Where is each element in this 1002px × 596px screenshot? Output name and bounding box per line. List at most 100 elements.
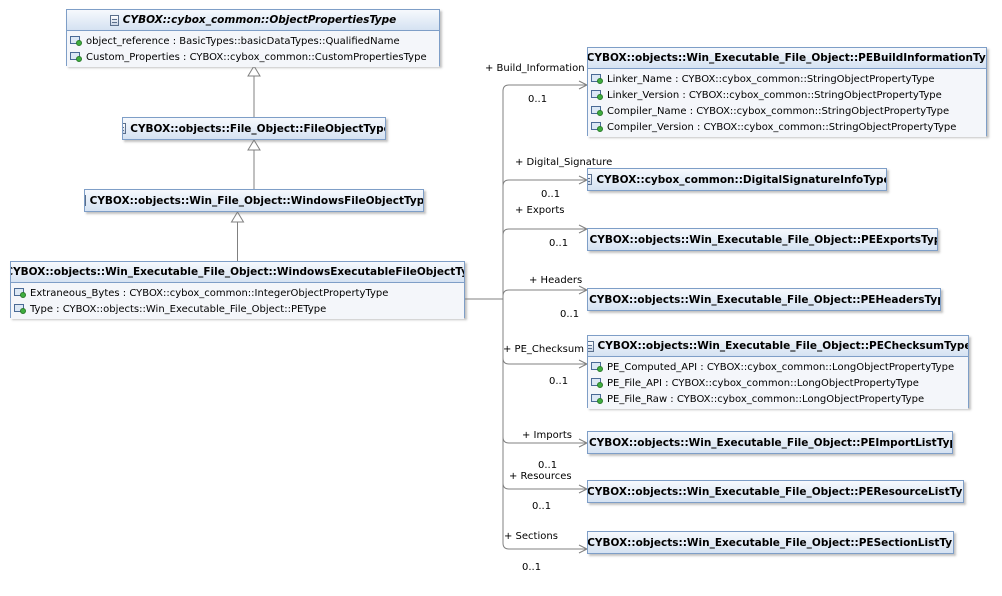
class-title: CYBOX::objects::Win_Executable_File_Obje…	[588, 536, 953, 549]
attribute-text: Extraneous_Bytes : CYBOX::cybox_common::…	[30, 287, 389, 299]
attribute-icon	[591, 122, 603, 132]
class-box-pe-checksum[interactable]: CYBOX::objects::Win_Executable_File_Obje…	[587, 335, 969, 409]
class-header: CYBOX::objects::Win_Executable_File_Obje…	[588, 481, 963, 502]
association-role-label: + Build_Information	[485, 63, 585, 74]
attribute-compartment: object_reference : BasicTypes::basicData…	[67, 31, 439, 67]
class-icon	[85, 195, 86, 206]
class-box-pe-exports[interactable]: CYBOX::objects::Win_Executable_File_Obje…	[587, 228, 938, 251]
class-header: CYBOX::objects::Win_Executable_File_Obje…	[588, 532, 953, 553]
attribute-icon	[591, 106, 603, 116]
attribute-text: Custom_Properties : CYBOX::cybox_common:…	[86, 51, 427, 63]
association-line	[502, 436, 587, 444]
attribute-text: Linker_Version : CYBOX::cybox_common::St…	[607, 89, 942, 101]
association-role-label: + Headers	[529, 275, 583, 286]
attribute-row[interactable]: Custom_Properties : CYBOX::cybox_common:…	[70, 49, 436, 65]
attribute-icon	[591, 74, 603, 84]
class-box-windows-file-object[interactable]: CYBOX::objects::Win_File_Object::Windows…	[84, 189, 424, 212]
class-header: CYBOX::cybox_common::ObjectPropertiesTyp…	[67, 10, 439, 31]
association-line	[502, 542, 587, 550]
association-multiplicity-label: 0..1	[532, 501, 552, 512]
attribute-text: Compiler_Name : CYBOX::cybox_common::Str…	[607, 105, 950, 117]
association-multiplicity-label: 0..1	[528, 94, 548, 105]
association-line	[502, 357, 587, 365]
attribute-text: object_reference : BasicTypes::basicData…	[86, 35, 400, 47]
class-title: CYBOX::objects::Win_Executable_File_Obje…	[588, 436, 952, 449]
association-multiplicity-label: 0..1	[549, 238, 569, 249]
attribute-icon	[70, 52, 82, 62]
class-title: CYBOX::objects::Win_Executable_File_Obje…	[588, 485, 963, 498]
association-line	[502, 84, 587, 92]
attribute-icon	[14, 288, 26, 298]
class-title: CYBOX::objects::File_Object::FileObjectT…	[130, 122, 385, 135]
class-icon	[109, 14, 119, 26]
attribute-row[interactable]: Linker_Name : CYBOX::cybox_common::Strin…	[591, 71, 983, 87]
class-header: CYBOX::objects::File_Object::FileObjectT…	[123, 118, 385, 139]
attribute-row[interactable]: Linker_Version : CYBOX::cybox_common::St…	[591, 87, 983, 103]
attribute-icon	[591, 362, 603, 372]
attribute-row[interactable]: Compiler_Name : CYBOX::cybox_common::Str…	[591, 103, 983, 119]
generalization-arrowhead	[230, 211, 245, 223]
attribute-text: PE_File_API : CYBOX::cybox_common::LongO…	[607, 377, 919, 389]
class-box-digital-signature-info[interactable]: CYBOX::cybox_common::DigitalSignatureInf…	[587, 168, 887, 191]
class-title: CYBOX::cybox_common::ObjectPropertiesTyp…	[122, 14, 397, 26]
class-header: CYBOX::objects::Win_Executable_File_Obje…	[588, 229, 937, 250]
association-line	[502, 179, 587, 187]
class-title: CYBOX::objects::Win_Executable_File_Obje…	[11, 266, 464, 278]
attribute-row[interactable]: object_reference : BasicTypes::basicData…	[70, 33, 436, 49]
class-header: CYBOX::objects::Win_Executable_File_Obje…	[588, 432, 952, 453]
association-role-label: + Digital_Signature	[515, 157, 613, 168]
attribute-text: PE_File_Raw : CYBOX::cybox_common::LongO…	[607, 393, 925, 405]
association-line	[502, 482, 587, 490]
class-header: CYBOX::objects::Win_File_Object::Windows…	[85, 190, 423, 211]
class-box-pe-resource-list[interactable]: CYBOX::objects::Win_Executable_File_Obje…	[587, 480, 964, 503]
attribute-row[interactable]: PE_File_Raw : CYBOX::cybox_common::LongO…	[591, 391, 965, 407]
association-line	[502, 228, 587, 236]
class-box-pe-headers[interactable]: CYBOX::objects::Win_Executable_File_Obje…	[587, 288, 941, 311]
association-line	[502, 289, 587, 297]
class-header: CYBOX::objects::Win_Executable_File_Obje…	[588, 48, 986, 69]
association-multiplicity-label: 0..1	[538, 460, 558, 471]
class-header: CYBOX::objects::Win_Executable_File_Obje…	[11, 262, 464, 283]
attribute-row[interactable]: PE_File_API : CYBOX::cybox_common::LongO…	[591, 375, 965, 391]
attribute-text: Type : CYBOX::objects::Win_Executable_Fi…	[30, 303, 327, 315]
class-title: CYBOX::objects::Win_Executable_File_Obje…	[588, 52, 986, 64]
association-multiplicity-label: 0..1	[560, 309, 580, 320]
association-multiplicity-label: 0..1	[549, 376, 569, 387]
attribute-row[interactable]: Extraneous_Bytes : CYBOX::cybox_common::…	[14, 285, 461, 301]
class-header: CYBOX::cybox_common::DigitalSignatureInf…	[588, 169, 886, 190]
attribute-row[interactable]: Type : CYBOX::objects::Win_Executable_Fi…	[14, 301, 461, 317]
attribute-icon	[70, 36, 82, 46]
association-multiplicity-label: 0..1	[541, 189, 561, 200]
class-box-file-object[interactable]: CYBOX::objects::File_Object::FileObjectT…	[122, 117, 386, 140]
class-title: CYBOX::objects::Win_Executable_File_Obje…	[597, 340, 968, 352]
attribute-row[interactable]: Compiler_Version : CYBOX::cybox_common::…	[591, 119, 983, 135]
attribute-compartment: Extraneous_Bytes : CYBOX::cybox_common::…	[11, 283, 464, 319]
class-box-win-exec-file-object[interactable]: CYBOX::objects::Win_Executable_File_Obje…	[10, 261, 465, 319]
class-box-object-properties[interactable]: CYBOX::cybox_common::ObjectPropertiesTyp…	[66, 9, 440, 67]
association-multiplicity-label: 0..1	[522, 562, 542, 573]
attribute-icon	[591, 394, 603, 404]
attribute-icon	[591, 90, 603, 100]
class-title: CYBOX::objects::Win_Executable_File_Obje…	[589, 233, 937, 246]
class-box-pe-import-list[interactable]: CYBOX::objects::Win_Executable_File_Obje…	[587, 431, 953, 454]
generalization-arrowhead	[247, 65, 261, 77]
association-role-label: + Sections	[504, 531, 558, 542]
class-header: CYBOX::objects::Win_Executable_File_Obje…	[588, 289, 940, 310]
class-header: CYBOX::objects::Win_Executable_File_Obje…	[588, 336, 968, 357]
class-icon	[588, 340, 594, 352]
association-role-label: + Resources	[509, 471, 572, 482]
class-title: CYBOX::objects::Win_File_Object::Windows…	[89, 194, 423, 207]
association-role-label: + Exports	[515, 205, 565, 216]
attribute-compartment: PE_Computed_API : CYBOX::cybox_common::L…	[588, 357, 968, 409]
class-title: CYBOX::cybox_common::DigitalSignatureInf…	[596, 173, 886, 186]
class-icon	[123, 123, 127, 134]
class-box-pe-section-list[interactable]: CYBOX::objects::Win_Executable_File_Obje…	[587, 531, 954, 554]
attribute-icon	[14, 304, 26, 314]
attribute-row[interactable]: PE_Computed_API : CYBOX::cybox_common::L…	[591, 359, 965, 375]
attribute-text: Linker_Name : CYBOX::cybox_common::Strin…	[607, 73, 935, 85]
class-box-pe-build-info[interactable]: CYBOX::objects::Win_Executable_File_Obje…	[587, 47, 987, 137]
attribute-icon	[591, 378, 603, 388]
generalization-arrowhead	[247, 139, 261, 151]
association-role-label: + Imports	[522, 430, 572, 441]
attribute-compartment: Linker_Name : CYBOX::cybox_common::Strin…	[588, 69, 986, 137]
